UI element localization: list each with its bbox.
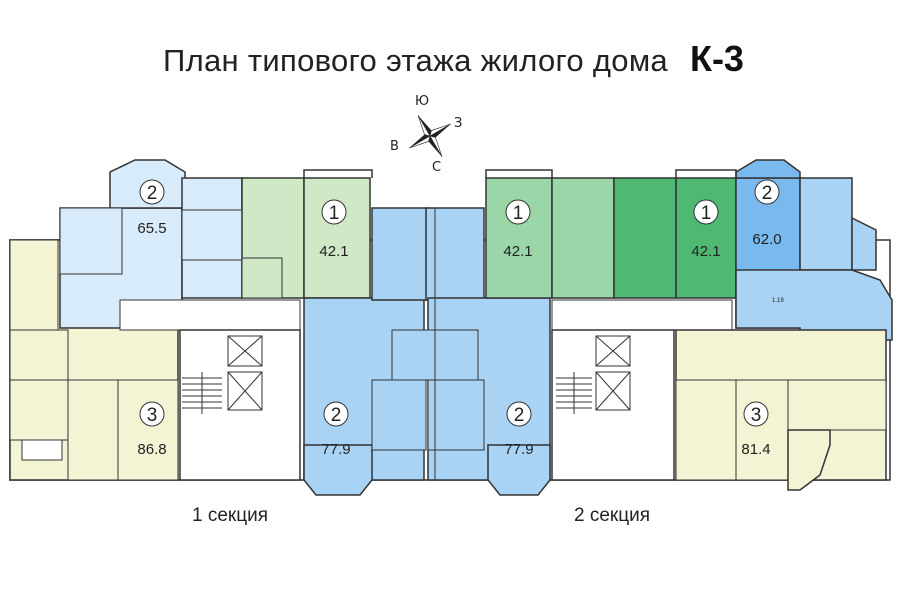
plan-title: План типового этажа жилого дома [163, 43, 668, 78]
apartment-3-room-right [675, 329, 887, 491]
section-2-label: 2 секция [574, 505, 651, 526]
svg-text:77.9: 77.9 [321, 441, 350, 458]
svg-text:2: 2 [147, 183, 158, 204]
svg-text:42.1: 42.1 [319, 243, 348, 260]
apartment-1-room-left [241, 177, 371, 299]
compass-south-label: Ю [415, 94, 430, 109]
badge-42-1-middle: 1 42.1 [503, 199, 533, 260]
badge-77-9-right: 2 77.9 [504, 401, 534, 458]
apartment-1-room-right [613, 177, 737, 299]
page-title: План типового этажа жилого дома К-3 [0, 38, 907, 80]
stair-core-1 [179, 329, 301, 481]
badge-42-1-right: 1 42.1 [691, 199, 721, 260]
badge-62-0: 2 62.0 [752, 179, 782, 248]
svg-text:1: 1 [701, 203, 712, 224]
compass-west-label: З [454, 116, 463, 131]
compass-star-icon [409, 115, 451, 157]
svg-text:2: 2 [514, 405, 525, 426]
svg-text:65.5: 65.5 [137, 220, 166, 237]
compass-rose: Ю З В С [380, 94, 480, 182]
svg-text:3: 3 [751, 405, 762, 426]
svg-text:1: 1 [329, 203, 340, 224]
svg-text:2: 2 [762, 183, 773, 204]
small-dimension-label: 1.19 [772, 298, 784, 304]
svg-text:86.8: 86.8 [137, 441, 166, 458]
badge-65-5: 2 65.5 [137, 179, 167, 237]
badge-81-4: 3 81.4 [741, 401, 771, 458]
badge-77-9-left: 2 77.9 [321, 401, 351, 458]
apartment-1-room-middle [485, 177, 615, 299]
svg-text:3: 3 [147, 405, 158, 426]
section-1-label: 1 секция [192, 505, 269, 526]
apartment-badges: 2 65.5 1 42.1 3 86.8 2 77.9 1 42.1 1 42.… [137, 179, 784, 458]
apartment-2-room-65-5 [59, 159, 243, 329]
svg-text:1: 1 [513, 203, 524, 224]
badge-86-8: 3 86.8 [137, 401, 167, 458]
apartment-2-room-77-9-right [425, 207, 551, 496]
svg-text:2: 2 [331, 405, 342, 426]
badge-42-1-left: 1 42.1 [319, 199, 349, 260]
svg-text:77.9: 77.9 [504, 441, 533, 458]
svg-text:81.4: 81.4 [741, 441, 770, 458]
compass-north-label: С [432, 160, 442, 175]
svg-text:42.1: 42.1 [691, 243, 720, 260]
stair-core-2 [551, 329, 675, 481]
floor-plan: 2 65.5 1 42.1 3 86.8 2 77.9 1 42.1 1 42.… [9, 159, 893, 496]
compass-east-label: В [390, 139, 399, 154]
building-model: К-3 [689, 38, 744, 79]
svg-text:62.0: 62.0 [752, 231, 781, 248]
apartment-2-room-77-9-left [303, 207, 429, 496]
svg-text:42.1: 42.1 [503, 243, 532, 260]
